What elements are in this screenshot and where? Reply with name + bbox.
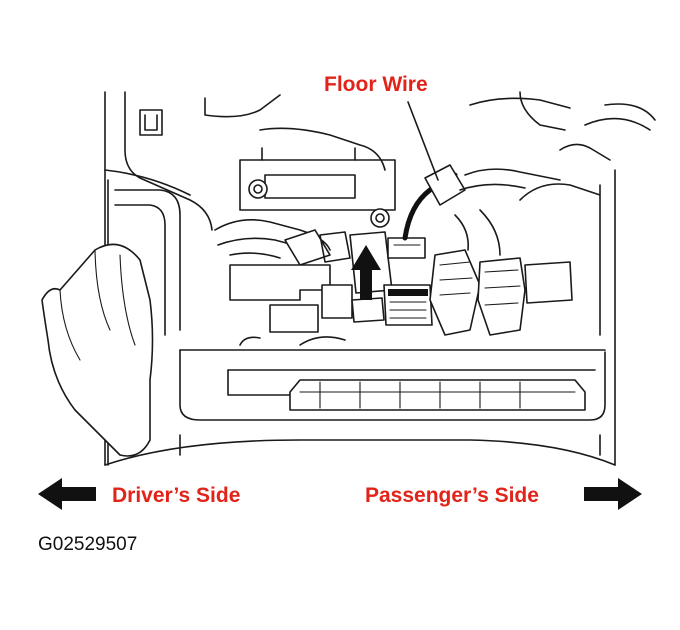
arrow-left-icon	[38, 478, 96, 510]
bottom-sweep	[104, 434, 616, 466]
upper-bracket	[139, 91, 571, 211]
pointer-arrow-icon	[351, 245, 381, 300]
center-connector	[349, 231, 433, 326]
arrow-right-icon	[584, 478, 642, 510]
floor-wire-label: Floor Wire	[324, 73, 428, 96]
floor-wire	[402, 164, 561, 241]
passengers-side-label: Passenger’s Side	[365, 484, 539, 507]
hand-outline	[41, 243, 154, 457]
left-harness	[214, 219, 353, 333]
callout-leader-line	[407, 101, 439, 181]
figure-code: G02529507	[38, 534, 138, 555]
right-harness	[429, 143, 611, 336]
drivers-side-label: Driver’s Side	[112, 484, 241, 507]
lower-console	[179, 336, 606, 421]
